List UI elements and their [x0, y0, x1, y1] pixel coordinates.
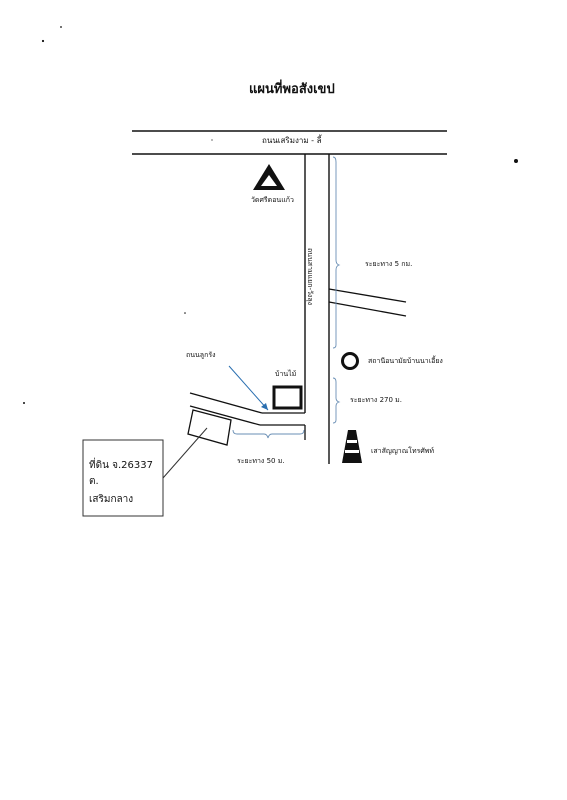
- scan-specks: [23, 26, 518, 404]
- health-station-label: สถานีอนามัยบ้านนาเอี้ยง: [368, 357, 443, 365]
- house-label: บ้านไม้: [275, 370, 297, 378]
- bracket-50m: [232, 429, 305, 439]
- distance-270m-label: ระยะทาง 270 ม.: [350, 396, 402, 404]
- laterite-lane: [189, 392, 306, 440]
- bracket-5km: [332, 156, 341, 349]
- land-parcel: [187, 409, 232, 446]
- map-title: แผนที่พอสังเขป: [249, 82, 335, 97]
- lane-label: ถนนลูกรัง: [186, 351, 216, 359]
- distance-5km-label: ระยะทาง 5 กม.: [365, 260, 413, 268]
- parcel-callout-pointer: [162, 427, 208, 479]
- parcel-subdistrict-line: เสริมกลาง: [89, 494, 134, 505]
- lane-arrow: [228, 365, 269, 411]
- main-road: [132, 130, 447, 155]
- square-icon: [272, 385, 303, 410]
- temple-label: วัดศรีดอนแก้ว: [251, 196, 294, 204]
- branch-road: [328, 288, 407, 317]
- parcel-callout: ที่ดิน จ.26337 ต. เสริมกลาง: [83, 440, 163, 516]
- bracket-270m: [332, 377, 341, 424]
- circle-icon: [341, 352, 359, 370]
- side-road: [304, 154, 330, 464]
- parcel-id-line: ที่ดิน จ.26337 ต.: [89, 460, 153, 487]
- main-road-label: ถนนเสริมงาม - ลี้: [262, 136, 322, 145]
- side-road-label: ถนนสามแยก-วังลุง: [306, 248, 314, 306]
- tower-icon: [342, 430, 362, 463]
- tower-label: เสาสัญญาณโทรศัพท์: [371, 447, 435, 455]
- distance-50m-label: ระยะทาง 50 ม.: [237, 457, 285, 465]
